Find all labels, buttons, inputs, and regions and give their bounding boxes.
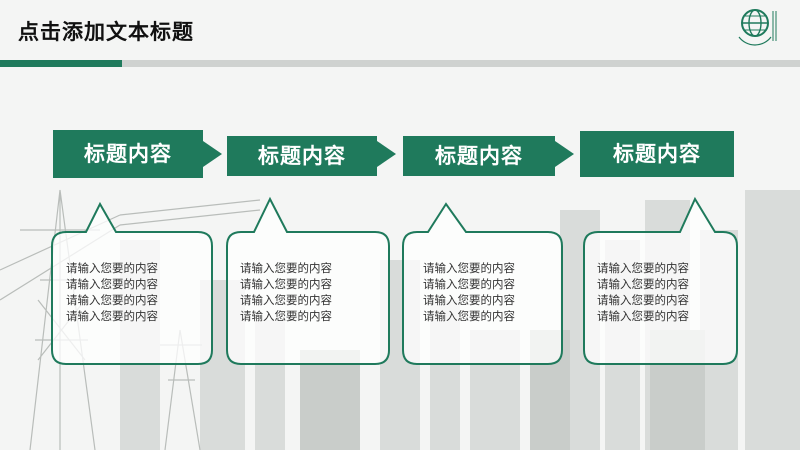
globe-logo-icon	[738, 9, 777, 46]
step-1-line-4: 请输入您要的内容	[66, 309, 158, 323]
step-3-line-1: 请输入您要的内容	[423, 261, 515, 275]
step-1-line-3: 请输入您要的内容	[66, 293, 158, 307]
step-4-line-3: 请输入您要的内容	[597, 293, 689, 307]
step-3-line-2: 请输入您要的内容	[423, 277, 515, 291]
step-4-line-2: 请输入您要的内容	[597, 277, 689, 291]
step-2-line-1: 请输入您要的内容	[240, 261, 332, 275]
step-2-line-3: 请输入您要的内容	[240, 293, 332, 307]
step-2-line-4: 请输入您要的内容	[240, 309, 332, 323]
step-4-line-4: 请输入您要的内容	[597, 309, 689, 323]
title-divider	[122, 60, 800, 67]
step-2-title: 标题内容	[258, 144, 346, 168]
page-title: 点击添加文本标题	[18, 20, 194, 44]
step-4-line-1: 请输入您要的内容	[597, 261, 689, 275]
title-accent-bar	[0, 60, 122, 67]
step-4-title: 标题内容	[613, 142, 701, 166]
step-3-title: 标题内容	[435, 144, 523, 168]
step-1-line-2: 请输入您要的内容	[66, 277, 158, 291]
step-3-line-3: 请输入您要的内容	[423, 293, 515, 307]
step-2-line-2: 请输入您要的内容	[240, 277, 332, 291]
step-1-title: 标题内容	[84, 142, 172, 166]
step-3-line-4: 请输入您要的内容	[423, 309, 515, 323]
step-1-line-1: 请输入您要的内容	[66, 261, 158, 275]
